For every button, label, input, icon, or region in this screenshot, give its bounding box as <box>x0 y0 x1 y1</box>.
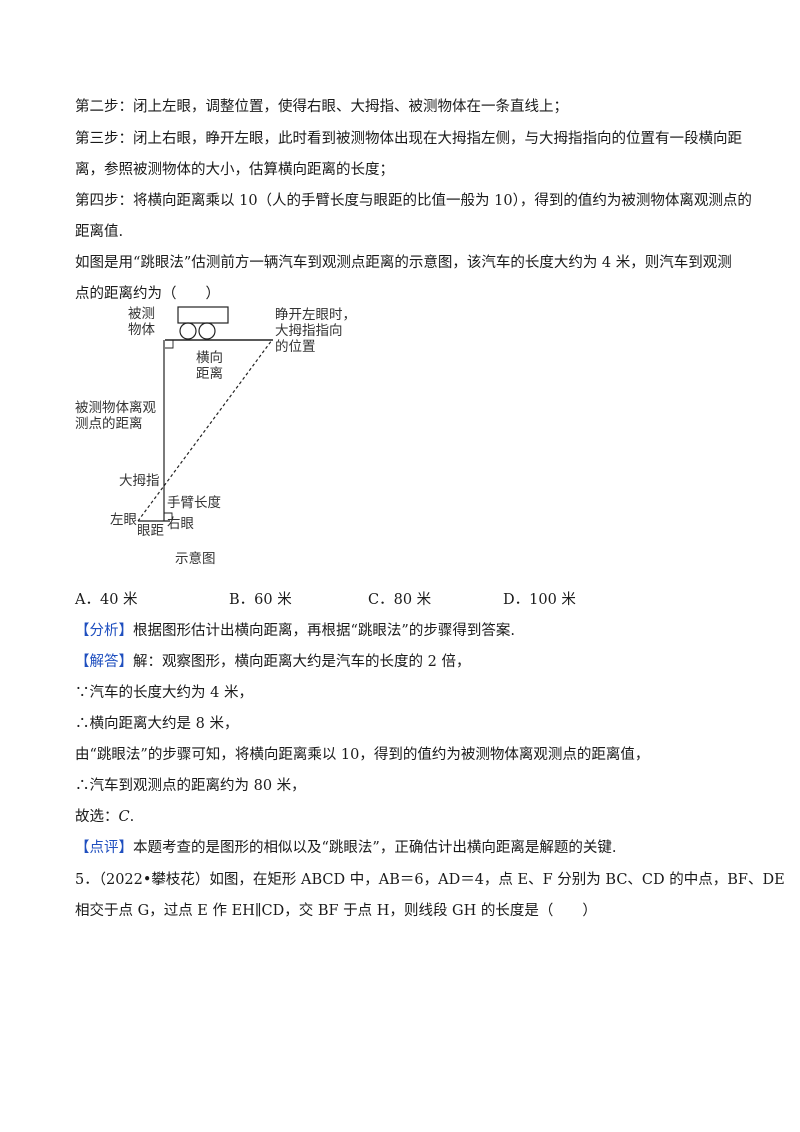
step2-text: 第二步：闭上左眼，调整位置，使得右眼、大拇指、被测物体在一条直线上； <box>75 99 568 115</box>
question-text-1: 如图是用“跳眼法”估测前方一辆汽车到观测点距离的示意图，该汽车的长度大约为 4 … <box>75 255 732 271</box>
label-object-2: 物体 <box>128 322 155 338</box>
solution-answer: C <box>118 809 130 825</box>
solution-line-1: 【解答】解：观察图形，横向距离大约是汽车的长度的 2 倍， <box>75 652 470 672</box>
step3-text-2: 离，参照被测物体的大小，估算横向距离的长度； <box>75 162 394 178</box>
label-open-2: 大拇指指向 <box>275 323 343 339</box>
review-text: 本题考查的是图形的相似以及“跳眼法”，正确估计出横向距离是解题的关键. <box>133 840 617 856</box>
label-left-eye: 左眼 <box>110 512 137 528</box>
solution-answer-suffix: . <box>129 809 135 825</box>
solution-answer-prefix: 故选： <box>75 809 119 825</box>
label-thumb: 大拇指 <box>119 473 160 489</box>
solution-line-3: ∴横向距离大约是 8 米， <box>75 716 239 732</box>
analysis-line: 【分析】根据图形估计出横向距离，再根据“跳眼法”的步骤得到答案. <box>75 621 515 641</box>
step3-text-1: 第三步：闭上右眼，睁开左眼，此时看到被测物体出现在大拇指左侧，与大拇指指向的位置… <box>75 131 742 147</box>
right-angle-bottom <box>164 512 173 521</box>
label-horizontal-1: 横向 <box>196 350 223 366</box>
review-tag: 【点评】 <box>75 840 133 856</box>
label-distance-1: 被测物体离观 <box>75 400 156 416</box>
car-wheel-left <box>179 322 197 340</box>
jump-eye-diagram <box>137 306 273 522</box>
solution-line-4: 由“跳眼法”的步骤可知，将横向距离乘以 10，得到的值约为被测物体离观测点的距离… <box>75 747 650 763</box>
option-b: B．60 米 <box>229 592 292 608</box>
label-distance-2: 测点的距离 <box>75 416 143 432</box>
car-body <box>177 306 229 324</box>
step4-text-2: 距离值. <box>75 224 124 240</box>
problem5-line-2: 相交于点 G，过点 E 作 EH∥CD，交 BF 于点 H，则线段 GH 的长度… <box>75 903 597 919</box>
solution-text-1: 解：观察图形，横向距离大约是汽车的长度的 2 倍， <box>133 654 471 670</box>
label-eye-distance: 眼距 <box>137 523 164 539</box>
sight-line <box>137 339 273 522</box>
figure-caption: 示意图 <box>175 551 216 567</box>
label-arm: 手臂长度 <box>167 495 221 511</box>
analysis-tag: 【分析】 <box>75 623 133 639</box>
label-open-3: 的位置 <box>275 339 316 355</box>
solution-tag: 【解答】 <box>75 654 133 670</box>
option-d: D．100 米 <box>503 592 576 608</box>
review-line: 【点评】本题考查的是图形的相似以及“跳眼法”，正确估计出横向距离是解题的关键. <box>75 838 616 858</box>
option-c: C．80 米 <box>368 592 432 608</box>
step4-text-1: 第四步：将横向距离乘以 10（人的手臂长度与眼距的比值一般为 10），得到的值约… <box>75 193 752 209</box>
analysis-text: 根据图形估计出横向距离，再根据“跳眼法”的步骤得到答案. <box>133 623 515 639</box>
solution-line-6: 故选：C. <box>75 807 134 827</box>
question-text-2: 点的距离约为（ ） <box>75 286 220 302</box>
right-angle-top <box>165 340 174 349</box>
problem5-line-1: 5．（2022•攀枝花）如图，在矩形 ABCD 中，AB＝6，AD＝4，点 E、… <box>75 872 785 888</box>
car-wheel-right <box>198 322 216 340</box>
option-a: A．40 米 <box>75 592 138 608</box>
label-right-eye: 右眼 <box>167 516 194 532</box>
solution-line-5: ∴汽车到观测点的距离约为 80 米， <box>75 778 306 794</box>
label-horizontal-2: 距离 <box>196 366 223 382</box>
label-object-1: 被测 <box>128 306 155 322</box>
label-open-1: 睁开左眼时， <box>275 307 356 323</box>
solution-line-2: ∵汽车的长度大约为 4 米， <box>75 685 253 701</box>
